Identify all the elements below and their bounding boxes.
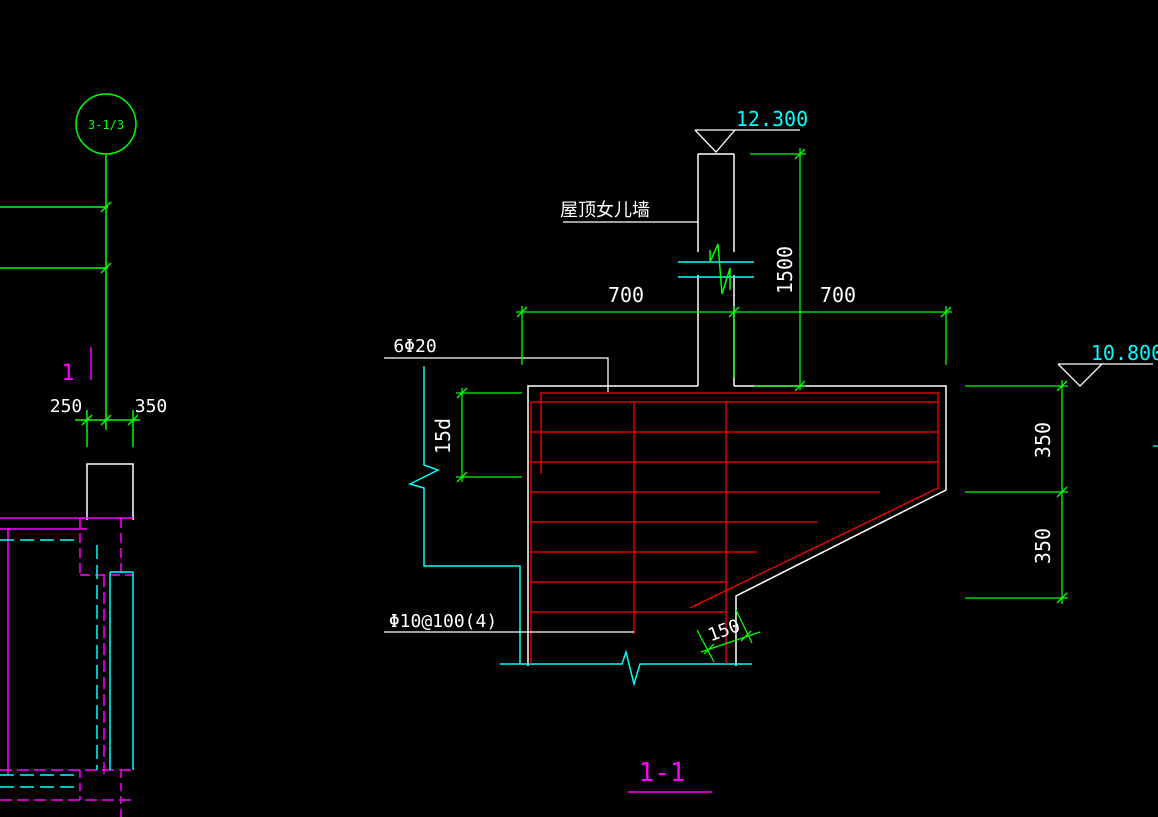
- top-bars-label: 6Φ20: [393, 336, 436, 357]
- right-level-value: 10.800: [1091, 341, 1158, 365]
- right-cantilever-dimension: 700: [820, 283, 856, 307]
- left-cantilever-dimension: 700: [608, 283, 644, 307]
- dimension-350-label: 350: [135, 396, 168, 417]
- parapet-label: 屋顶女儿墙: [560, 200, 650, 221]
- tick-mark: [1056, 592, 1068, 604]
- rebar-hook: [540, 392, 939, 609]
- tick-mark: [127, 414, 139, 426]
- tick-mark: [516, 306, 528, 318]
- top-bars-leader: [384, 357, 609, 392]
- beam-outline: [527, 385, 698, 666]
- dimension-line: [700, 631, 761, 653]
- top-level-marker: [694, 129, 737, 153]
- grid-bubble: [75, 93, 137, 155]
- right-level-marker: [1057, 363, 1104, 387]
- dimensions: [456, 148, 1068, 663]
- stirrups-label: Φ10@100(4): [389, 611, 497, 632]
- tick-mark: [1056, 380, 1068, 392]
- tick-mark: [728, 306, 740, 318]
- parapet-break-symbol: [678, 243, 754, 295]
- left-break-line: [407, 366, 521, 664]
- tick-mark: [100, 262, 112, 274]
- reinforcement: [530, 392, 939, 664]
- leader-lines: [384, 221, 698, 633]
- tick-mark: [740, 630, 752, 642]
- top-level-value: 12.300: [736, 107, 808, 131]
- extension-line: [735, 609, 753, 644]
- tick-mark: [81, 414, 93, 426]
- beam-outline: [734, 385, 947, 666]
- tick-mark: [794, 148, 806, 160]
- tick-mark: [794, 380, 806, 392]
- slope-thickness-dimension: 150: [705, 615, 743, 646]
- tick-mark: [940, 306, 952, 318]
- beam-break-symbols: [407, 366, 752, 687]
- column-outline: [86, 463, 134, 520]
- grid-bubble-label: 3-1/3: [88, 118, 124, 132]
- tick-mark: [100, 414, 112, 426]
- level-symbols: [694, 129, 1158, 447]
- section-outline: [527, 153, 947, 666]
- tick-mark: [1056, 486, 1068, 498]
- axis-mark-label: 1: [61, 361, 74, 386]
- parapet-height-dimension: 1500: [773, 246, 797, 294]
- tick-mark: [703, 643, 715, 655]
- left-detail: [0, 93, 140, 817]
- tick-mark: [100, 201, 112, 213]
- dimension-250-label: 250: [50, 396, 83, 417]
- tick-mark: [456, 471, 468, 483]
- bottom-break-line: [500, 649, 752, 687]
- anchor-length-dimension: 15d: [431, 418, 455, 454]
- extension-line: [696, 629, 715, 663]
- lower-depth-dimension: 350: [1031, 528, 1055, 564]
- upper-depth-dimension: 350: [1031, 422, 1055, 458]
- section-title: 1-1: [639, 758, 686, 788]
- tick-mark: [456, 387, 468, 399]
- break-zigzag: [709, 243, 731, 295]
